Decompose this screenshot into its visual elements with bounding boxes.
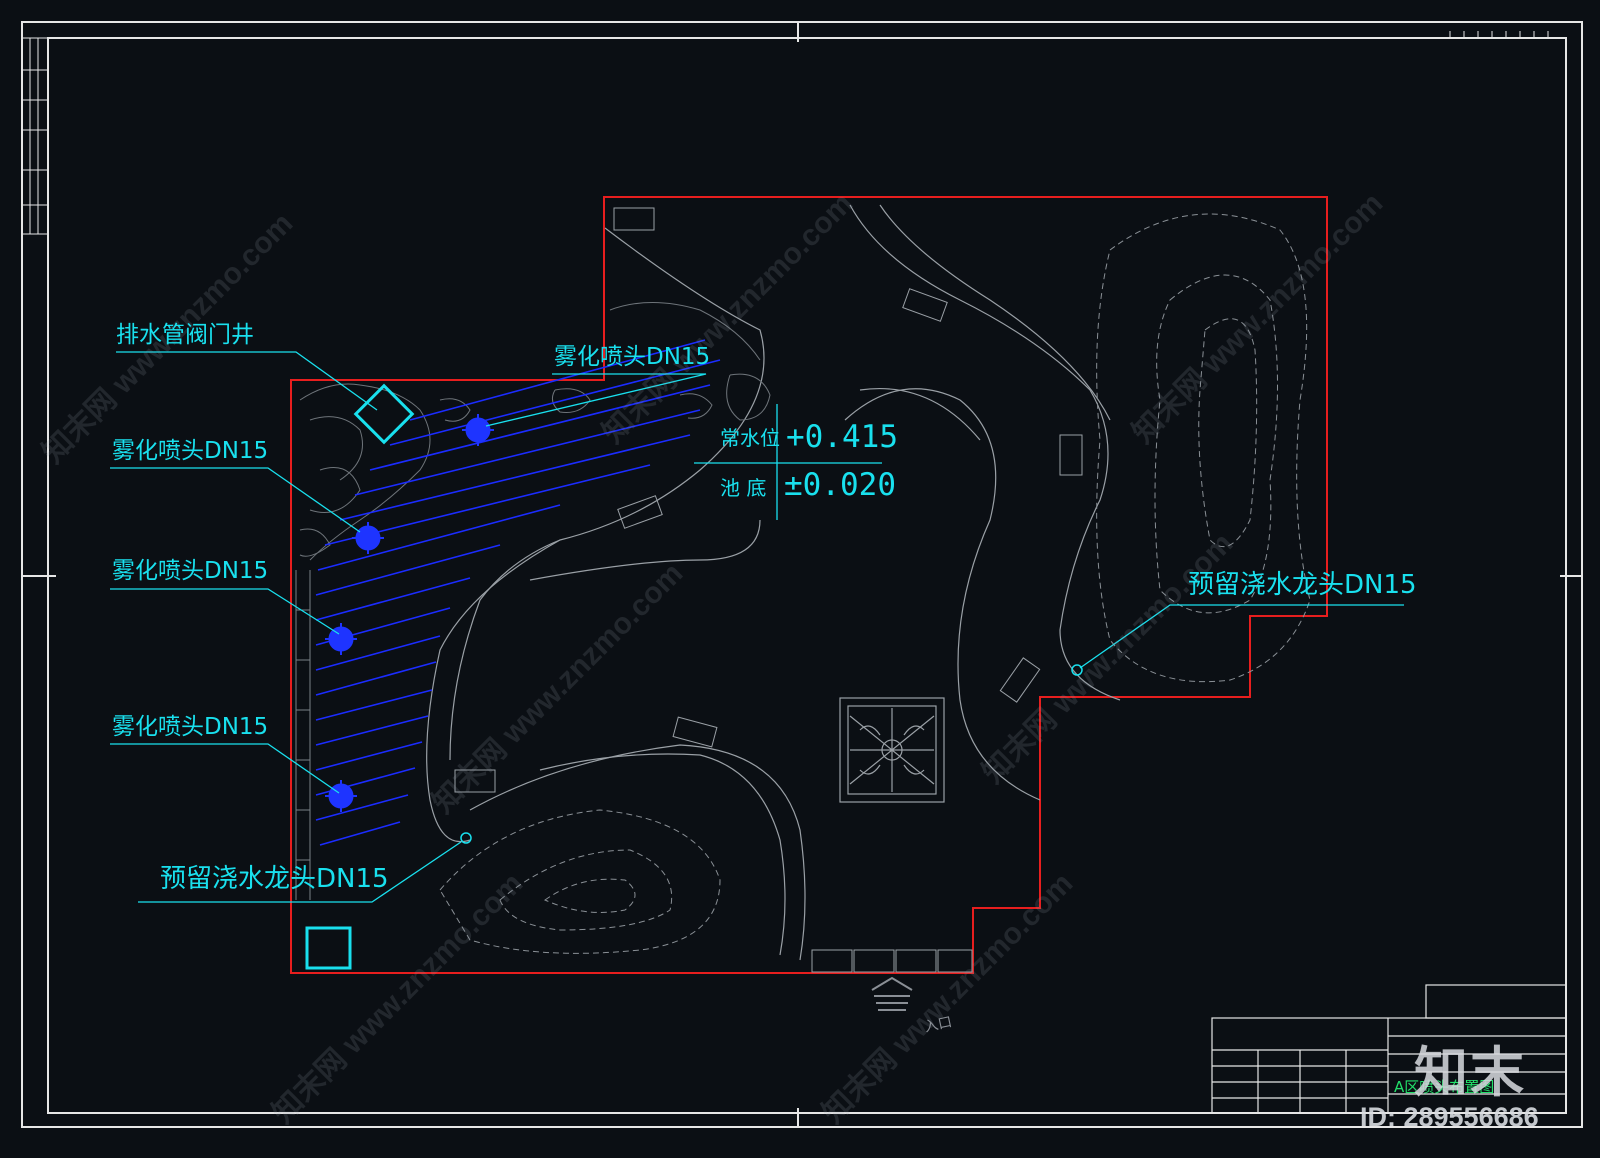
mound-contours <box>439 213 1311 954</box>
mist-nozzle-label: 雾化喷头DN15 <box>554 344 711 370</box>
top-right-ticks <box>1445 31 1560 39</box>
drawing-title: A区喷头布置图 <box>1394 1078 1495 1096</box>
brand-id: ID: 289556686 <box>1360 1102 1539 1132</box>
site-boundary <box>290 196 1328 974</box>
mist-nozzle-icon <box>462 414 494 446</box>
reserved-tap-label: 预留浇水龙头DN15 <box>160 864 389 894</box>
mist-nozzle-icon <box>352 522 384 554</box>
mist-nozzle-label: 雾化喷头DN15 <box>112 438 269 464</box>
garden-contours <box>426 204 1121 961</box>
left-wall <box>295 570 311 900</box>
drawing-frame <box>21 21 1583 1128</box>
entrance-arrow-icon <box>871 976 913 1011</box>
mist-nozzle-icons <box>325 414 494 812</box>
brand-logo: 知末 <box>1414 1041 1526 1104</box>
level-table-lines <box>694 404 882 520</box>
mist-nozzle-label: 雾化喷头DN15 <box>112 714 269 740</box>
reserved-tap-icon <box>460 832 472 844</box>
reserved-tap-icon <box>1071 664 1083 676</box>
water-level-label: 常水位 <box>720 426 780 450</box>
rock-edge <box>299 302 771 561</box>
water-level-value: +0.415 <box>786 419 898 455</box>
pond-water-hatch <box>315 339 721 846</box>
drain-grates <box>454 207 1083 973</box>
mist-nozzle-label: 雾化喷头DN15 <box>112 558 269 584</box>
paving-medallion <box>839 697 945 803</box>
valve-well-symbol <box>353 383 415 445</box>
drain-valve-well-label: 排水管阀门井 <box>116 322 254 348</box>
pool-bottom-value: ±0.020 <box>784 467 896 503</box>
reserved-tap-label: 预留浇水龙头DN15 <box>1188 570 1417 600</box>
pool-bottom-label: 池 底 <box>720 476 767 500</box>
mist-nozzle-icon <box>325 623 357 655</box>
revision-strip <box>21 37 49 235</box>
inspection-well-symbol <box>305 926 352 970</box>
leader-lines <box>110 351 1404 903</box>
title-block <box>1211 984 1567 1114</box>
